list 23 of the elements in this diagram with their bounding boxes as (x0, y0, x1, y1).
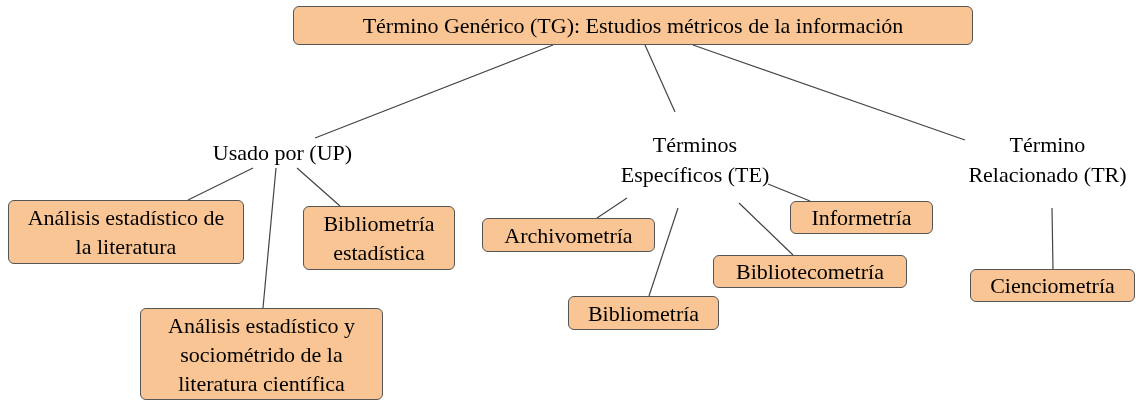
term-heading: Términos Específicos (TE) (620, 112, 770, 208)
term-box: Informetría (790, 201, 933, 234)
connector-line (738, 202, 794, 256)
connector-line (1051, 207, 1054, 270)
connector-line (187, 167, 254, 201)
term-box: Cienciometría (970, 269, 1135, 302)
term-box: Bibliometría estadística (303, 206, 455, 270)
term-box: Análisis estadístico de la literatura (8, 200, 244, 264)
connector-line (262, 167, 277, 309)
term-box: Término Genérico (TG): Estudios métricos de la información (293, 6, 973, 45)
term-box: Bibliotecometría (713, 255, 907, 288)
term-box: Análisis estadístico y sociométrido de la literatura científica (140, 308, 383, 400)
term-heading: Usado por (UP) (190, 138, 375, 168)
connector-line (767, 183, 811, 202)
connector-line (644, 44, 676, 113)
connector-line (648, 207, 679, 297)
connector-line (692, 44, 966, 141)
connector-line (296, 167, 341, 207)
term-box: Archivometría (482, 218, 655, 252)
term-heading: Término Relacionado (TR) (965, 112, 1130, 208)
connector-line (596, 197, 628, 219)
term-box: Bibliometría (568, 296, 719, 330)
connector-line (314, 44, 554, 139)
